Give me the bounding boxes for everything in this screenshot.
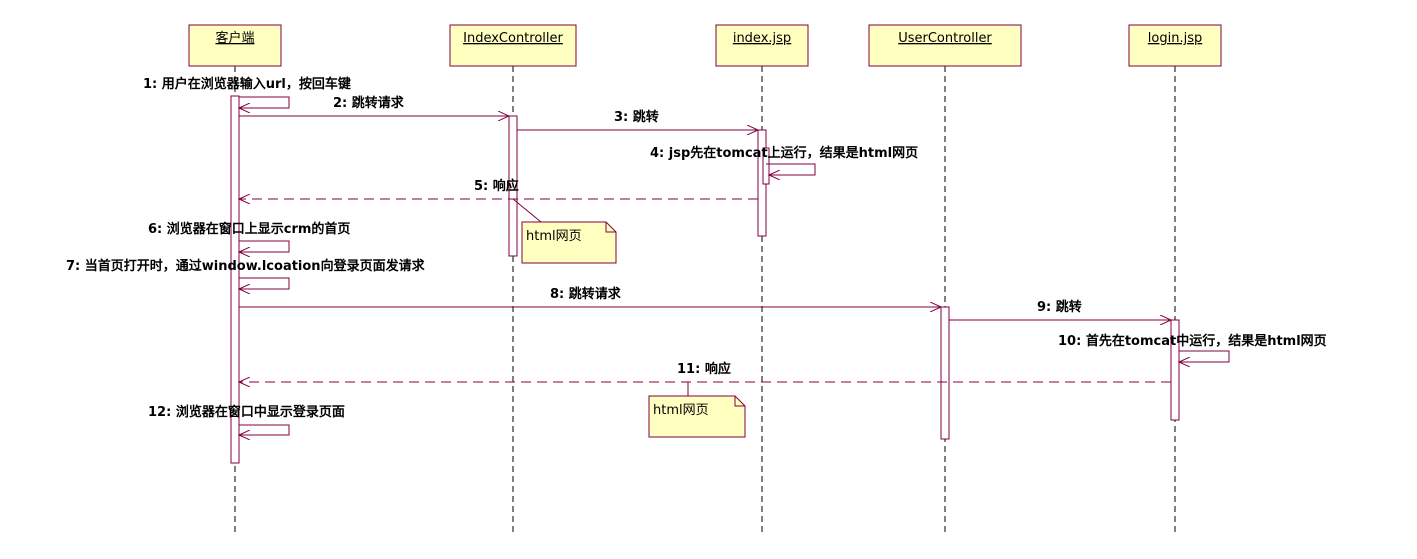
message-2-label: 2: 跳转请求 (333, 95, 405, 111)
message-8: 8: 跳转请求 (239, 286, 941, 307)
message-9-label: 9: 跳转 (1037, 299, 1082, 315)
message-5: 5: 响应 (239, 178, 758, 199)
note-1: html网页 (512, 198, 617, 264)
message-1-label: 1: 用户在浏览器输入url，按回车键 (143, 76, 351, 92)
message-5-label: 5: 响应 (474, 178, 519, 194)
message-8-label: 8: 跳转请求 (550, 286, 622, 302)
message-2: 2: 跳转请求 (239, 95, 509, 116)
participant-client: 客户端 (188, 24, 282, 67)
participant-client-label: 客户端 (215, 30, 254, 46)
message-4: 4: jsp先在tomcat上运行，结果是html网页 (650, 145, 918, 175)
message-11-label: 11: 响应 (677, 361, 731, 377)
message-3: 3: 跳转 (517, 109, 758, 130)
message-11: 11: 响应 (239, 361, 1171, 382)
message-9: 9: 跳转 (949, 299, 1171, 320)
message-1: 1: 用户在浏览器输入url，按回车键 (143, 76, 351, 108)
note-2-label: html网页 (653, 403, 709, 418)
participant-usercontroller-label: UserController (898, 31, 992, 46)
activation-usercontroller (940, 306, 950, 440)
activation-loginjsp (1170, 319, 1180, 421)
participant-loginjsp: login.jsp (1128, 24, 1222, 67)
note-1-label: html网页 (526, 229, 582, 244)
activation-client (230, 95, 240, 464)
participant-indexjsp: index.jsp (715, 24, 809, 67)
message-10: 10: 首先在tomcat中运行，结果是html网页 (1058, 333, 1327, 362)
participant-indexcontroller-label: IndexController (463, 31, 563, 46)
message-4-label: 4: jsp先在tomcat上运行，结果是html网页 (650, 145, 918, 161)
participant-loginjsp-label: login.jsp (1148, 31, 1202, 46)
message-6: 6: 浏览器在窗口上显示crm的首页 (148, 221, 350, 252)
message-12: 12: 浏览器在窗口中显示登录页面 (148, 404, 345, 435)
message-7: 7: 当首页打开时，通过window.lcoation向登录页面发请求 (66, 258, 426, 289)
participant-usercontroller: UserController (868, 24, 1022, 67)
participant-indexcontroller: IndexController (449, 24, 577, 67)
message-7-label: 7: 当首页打开时，通过window.lcoation向登录页面发请求 (66, 258, 426, 274)
message-12-label: 12: 浏览器在窗口中显示登录页面 (148, 404, 345, 420)
participant-indexjsp-label: index.jsp (733, 31, 791, 46)
activation-indexcontroller (508, 115, 518, 257)
note-2: html网页 (648, 382, 746, 438)
message-6-label: 6: 浏览器在窗口上显示crm的首页 (148, 221, 350, 237)
message-3-label: 3: 跳转 (614, 109, 659, 125)
activation-indexjsp-nested (762, 147, 770, 185)
message-10-label: 10: 首先在tomcat中运行，结果是html网页 (1058, 333, 1327, 349)
